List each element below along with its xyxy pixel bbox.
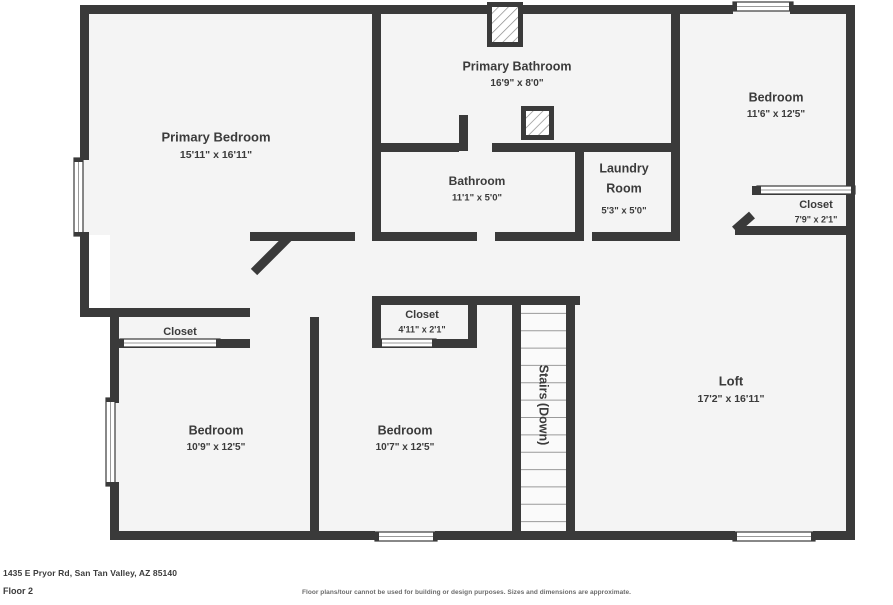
diagonal-walls xyxy=(250,211,755,276)
window-bottom-left-detail xyxy=(375,532,379,541)
wall-laundry-right xyxy=(671,143,680,241)
room-name-laundry-room-line1: Laundry xyxy=(599,161,648,175)
wall-pbath-bottom-2 xyxy=(492,143,680,152)
room-name-closet-right: Closet xyxy=(799,199,833,211)
walls xyxy=(80,5,855,540)
wall-outer-left-mid xyxy=(80,232,89,317)
wall-closet-right-bot xyxy=(735,226,855,235)
window-closet-left-detail xyxy=(120,339,124,347)
floor-label: Floor 2 xyxy=(3,586,34,596)
room-dims-bathroom: 11'1" x 5'0" xyxy=(452,193,502,204)
window-bottom-right-detail xyxy=(733,532,737,541)
hatched-fixtures xyxy=(487,2,554,140)
wall-outer-bottom-1 xyxy=(110,531,375,540)
diag-wall-primary-corner xyxy=(250,232,294,276)
wall-upper-left-bottom xyxy=(80,308,250,317)
windows xyxy=(73,1,856,542)
room-dims-bedroom-top-right: 11'6" x 12'5" xyxy=(747,109,805,120)
window-top-right-bedroom-detail xyxy=(789,2,793,11)
wall-outer-top-right xyxy=(790,5,855,14)
wall-closet-ctr-right xyxy=(468,300,477,347)
wall-outer-right-upper xyxy=(846,5,855,186)
wall-outer-right-lower xyxy=(846,192,855,540)
window-left-primary-detail xyxy=(74,232,83,236)
window-left-primary-detail xyxy=(74,158,83,162)
room-dims-bedroom-bottom-left: 10'9" x 12'5" xyxy=(187,442,246,453)
label-stairs: Stairs (Down) xyxy=(537,365,551,446)
room-name-laundry-room-line2: Room xyxy=(606,181,641,195)
disclaimer-text: Floor plans/tour cannot be used for buil… xyxy=(301,589,632,596)
room-name-bedroom-bottom-mid: Bedroom xyxy=(378,423,433,437)
wall-outer-top-left xyxy=(80,5,480,14)
wall-outer-left-upper xyxy=(80,5,89,160)
room-dims-closet-right: 7'9" x 2'1" xyxy=(795,214,838,224)
wall-stairs-right xyxy=(566,296,575,539)
room-dims-loft: 17'2" x 16'11" xyxy=(698,393,765,405)
wall-outer-top-midB xyxy=(518,5,733,14)
wall-pbath-vert-small xyxy=(459,115,468,151)
slab-upper-right xyxy=(680,5,855,235)
window-top-right-bedroom-detail xyxy=(733,2,737,11)
diag-wall-closet-right xyxy=(732,211,755,234)
wall-outer-left-low1 xyxy=(110,308,119,403)
wall-pbath-bottom-1 xyxy=(381,143,459,152)
property-address: 1435 E Pryor Rd, San Tan Valley, AZ 8514… xyxy=(3,568,178,578)
wall-hall-top-4 xyxy=(592,232,680,241)
window-left-bedroom-detail xyxy=(106,398,115,402)
wall-outer-top-midA xyxy=(480,5,492,14)
room-name-bedroom-bottom-left: Bedroom xyxy=(189,423,244,437)
window-closet-center-detail xyxy=(378,339,382,347)
room-dims-laundry-room: 5'3" x 5'0" xyxy=(601,206,646,217)
room-name-bedroom-top-right: Bedroom xyxy=(749,90,804,104)
floor-slabs xyxy=(80,5,855,540)
room-dims-primary-bedroom: 15'11" x 16'11" xyxy=(180,149,252,161)
room-name-closet-center: Closet xyxy=(405,309,439,321)
window-closet-center-detail xyxy=(432,339,436,347)
window-bottom-right-detail xyxy=(811,532,815,541)
wall-primary-right xyxy=(372,5,381,241)
room-name-primary-bedroom: Primary Bedroom xyxy=(161,129,270,144)
room-name-closet-left: Closet xyxy=(163,326,197,338)
wall-bed-bl-right xyxy=(310,317,319,540)
staircase xyxy=(512,296,574,540)
room-dims-closet-center: 4'11" x 2'1" xyxy=(398,324,445,334)
slab-lower xyxy=(110,235,855,540)
wall-hall-top-2 xyxy=(372,232,477,241)
room-name-primary-bathroom: Primary Bathroom xyxy=(462,59,571,73)
window-closet-right-detail xyxy=(851,186,855,194)
wall-hall-top-3 xyxy=(495,232,575,241)
wall-outer-bottom-2 xyxy=(435,531,735,540)
wall-topright-left xyxy=(671,5,680,150)
wall-laundry-left xyxy=(575,143,584,241)
shower-primary-mid xyxy=(526,111,549,135)
window-closet-right-detail xyxy=(757,186,761,194)
wall-closet-ctr-left xyxy=(372,296,381,346)
window-bottom-left-detail xyxy=(433,532,437,541)
window-left-bedroom-detail xyxy=(106,482,115,486)
window-closet-left-detail xyxy=(216,339,220,347)
room-dims-bedroom-bottom-mid: 10'7" x 12'5" xyxy=(376,442,435,453)
shower-primary-top xyxy=(492,7,518,42)
room-labels: Primary Bedroom 15'11" x 16'11" Primary Ba… xyxy=(161,59,837,453)
wall-stairs-left xyxy=(512,296,521,539)
room-name-bathroom: Bathroom xyxy=(449,174,506,188)
wall-loft-top xyxy=(566,296,580,305)
wall-hall-top-1 xyxy=(250,232,355,241)
wall-outer-left-low2 xyxy=(110,482,119,540)
room-dims-primary-bathroom: 16'9" x 8'0" xyxy=(490,78,543,89)
room-name-loft: Loft xyxy=(719,373,744,388)
wall-outer-bottom-3 xyxy=(813,531,855,540)
